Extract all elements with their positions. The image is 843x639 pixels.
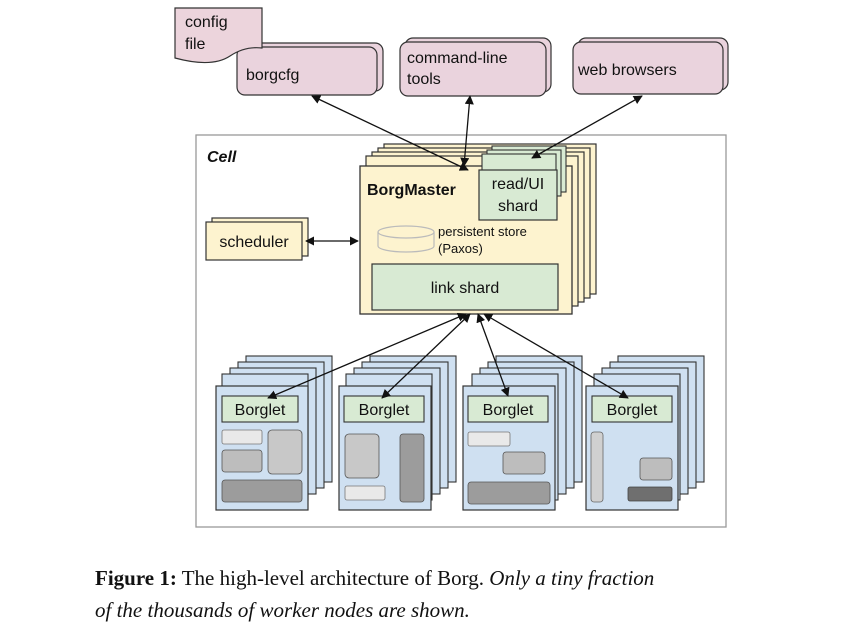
caption-label: Figure 1: bbox=[95, 566, 177, 590]
worker-node-4: Borglet bbox=[585, 355, 705, 511]
cli-label-line1: command-line bbox=[407, 50, 508, 67]
borgmaster-label: BorgMaster bbox=[367, 182, 456, 199]
store-label-line1: persistent store bbox=[438, 224, 527, 239]
arrow-cli-master bbox=[460, 95, 474, 167]
worker-node-3: Borglet bbox=[462, 355, 583, 511]
borglet-label-1: Borglet bbox=[235, 402, 286, 419]
cli-label-line2: tools bbox=[407, 71, 441, 88]
cell-label: Cell bbox=[207, 149, 237, 166]
command-line-tools-client: command-line tools bbox=[399, 37, 552, 97]
config-file-label-line2: file bbox=[185, 36, 206, 53]
database-icon bbox=[377, 225, 435, 253]
caption-line-2: of the thousands of worker nodes are sho… bbox=[95, 598, 470, 623]
scheduler: scheduler bbox=[205, 217, 309, 261]
arrow-web-readui bbox=[531, 95, 643, 159]
caption-italic-1: Only a tiny fraction bbox=[489, 566, 655, 590]
caption-text: The high-level architecture of Borg. bbox=[181, 566, 484, 590]
arrow-link-borglet-2 bbox=[381, 313, 471, 399]
caption-line-1: Figure 1: The high-level architecture of… bbox=[95, 566, 654, 591]
borglet-label-3: Borglet bbox=[483, 402, 534, 419]
worker-node-1: Borglet bbox=[215, 355, 333, 511]
caption-italic-2: of the thousands of worker nodes are sho… bbox=[95, 598, 470, 622]
borgcfg-client: borgcfg bbox=[236, 42, 384, 96]
borgcfg-label: borgcfg bbox=[246, 67, 299, 84]
readui-shard: read/UI shard bbox=[478, 145, 567, 221]
config-file-note: config file bbox=[174, 7, 263, 64]
web-browsers-label: web browsers bbox=[577, 62, 677, 79]
borglet-label-2: Borglet bbox=[359, 402, 410, 419]
link-shard-label: link shard bbox=[431, 280, 499, 297]
persistent-store: persistent store (Paxos) bbox=[377, 224, 527, 256]
connection-arrows bbox=[267, 95, 643, 399]
scheduler-label: scheduler bbox=[219, 234, 289, 251]
readui-label-line2: shard bbox=[498, 198, 538, 215]
store-label-line2: (Paxos) bbox=[438, 241, 483, 256]
worker-node-2: Borglet bbox=[338, 355, 457, 511]
web-browsers-client: web browsers bbox=[572, 37, 729, 95]
arrow-borgcfg-master bbox=[311, 95, 469, 171]
borglet-label-4: Borglet bbox=[607, 402, 658, 419]
readui-label-line1: read/UI bbox=[492, 176, 544, 193]
link-shard: link shard bbox=[371, 263, 559, 311]
arrow-link-borglet-4 bbox=[483, 313, 629, 399]
config-file-label-line1: config bbox=[185, 14, 228, 31]
